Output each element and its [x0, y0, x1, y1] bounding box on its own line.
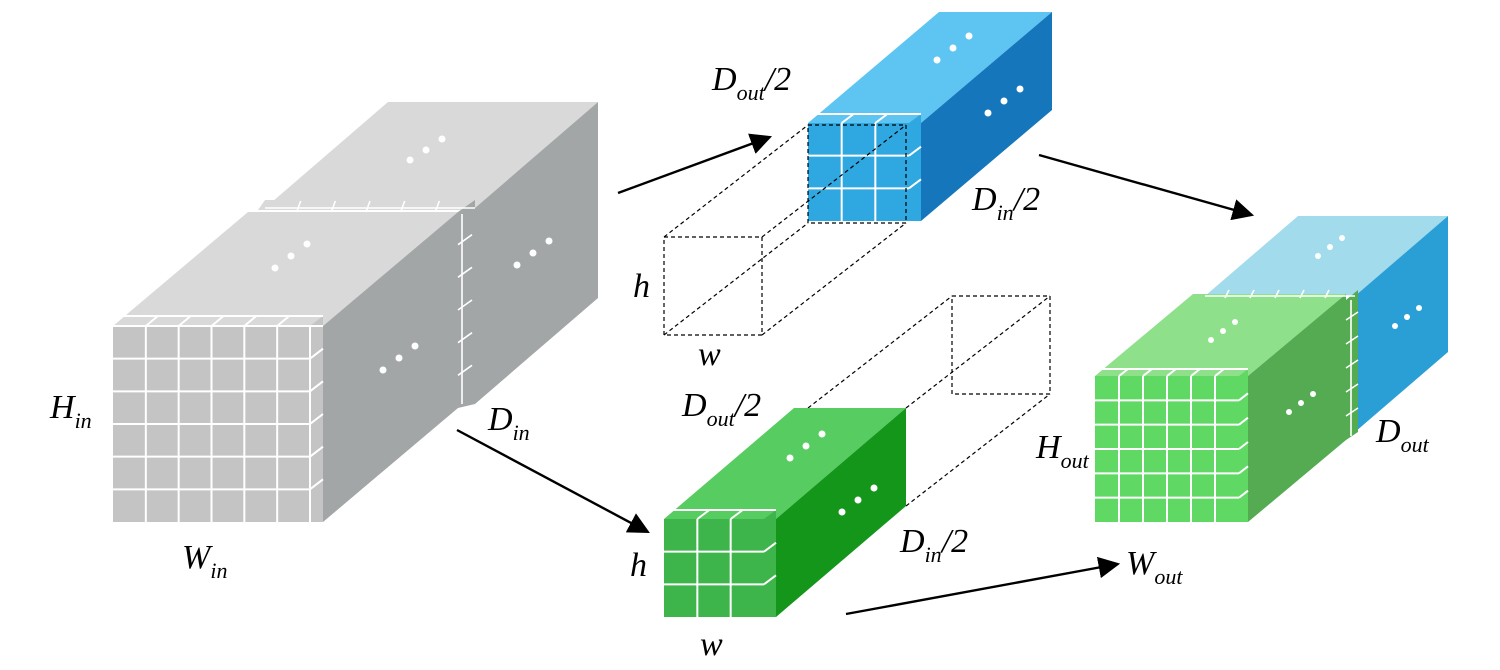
blue-side-ellipsis	[984, 85, 1024, 117]
label-d-out-half-top: Dout/2	[711, 61, 791, 105]
output-top-ellipsis-back	[1315, 235, 1345, 259]
green-kernel-block	[664, 408, 906, 617]
blue-front-face	[808, 123, 909, 221]
green-grid	[664, 509, 777, 617]
bottom-kernel-dashed-outline	[807, 295, 1051, 507]
arrow-blue-to-output	[1038, 153, 1255, 221]
arrow-input-to-blue	[617, 133, 773, 195]
input-top-ellipsis-front	[271, 240, 311, 272]
label-d-out: Dout	[1375, 413, 1430, 457]
input-tensor	[113, 102, 598, 522]
input-side-ellipsis-front	[379, 342, 419, 374]
green-front-edge	[764, 510, 776, 617]
label-h-top: h	[633, 268, 650, 305]
output-strip-side	[1346, 290, 1358, 440]
input-grid	[113, 315, 324, 522]
output-top-ellipsis-front	[1208, 319, 1238, 343]
blue-top-face	[808, 12, 1052, 123]
input-side-ellipsis-back	[513, 237, 553, 269]
label-d-in-half-top: Din/2	[971, 181, 1040, 225]
input-back-top-face	[265, 102, 598, 208]
input-top-face	[113, 212, 458, 326]
blue-kernel-block	[808, 12, 1052, 221]
blue-side-face	[921, 12, 1052, 221]
green-front-face	[664, 519, 764, 617]
green-top-ellipsis	[786, 430, 826, 462]
output-side-ellipsis-front	[1286, 391, 1316, 415]
output-back-side-face	[1355, 216, 1448, 432]
output-side-face	[1248, 294, 1346, 522]
label-h-bottom: h	[630, 547, 647, 584]
green-side-ellipsis	[838, 484, 878, 516]
label-w-top: w	[698, 336, 721, 373]
output-side-ellipsis-back	[1392, 305, 1422, 329]
output-back-top-face	[1205, 216, 1448, 296]
output-grid	[1095, 368, 1249, 522]
arrow-input-to-green	[456, 428, 650, 534]
output-strip-grid	[1205, 289, 1359, 436]
input-top-ellipsis-back	[406, 135, 446, 164]
label-d-out-half-bottom: Dout/2	[681, 387, 761, 431]
label-h-in: Hin	[49, 389, 92, 433]
output-top-face	[1095, 294, 1346, 376]
label-w-in: Win	[182, 539, 227, 583]
blue-top-ellipsis	[933, 32, 973, 64]
green-top-face	[664, 408, 906, 519]
blue-front-edge	[909, 114, 921, 221]
label-h-out: Hout	[1035, 429, 1090, 473]
label-d-in-half-bottom: Din/2	[899, 523, 968, 567]
label-d-in: Din	[487, 401, 530, 445]
top-kernel-dashed-outline	[663, 124, 907, 336]
output-tensor	[1095, 216, 1448, 522]
input-side-face	[323, 212, 458, 522]
arrow-green-to-output	[845, 556, 1121, 616]
input-strip-grid	[265, 200, 475, 404]
label-w-out: Wout	[1126, 545, 1183, 589]
label-w-bottom: w	[700, 626, 723, 663]
